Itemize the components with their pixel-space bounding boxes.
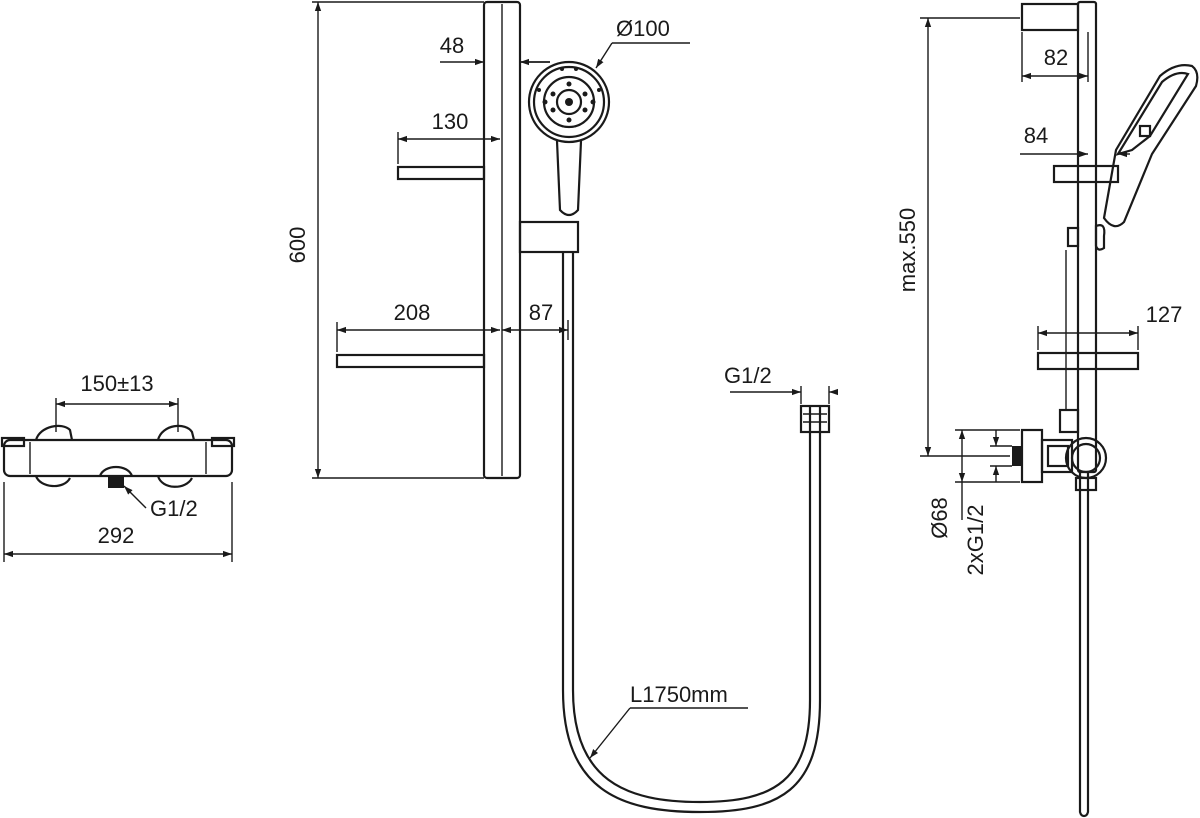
dimension-lower-shelf: 208 xyxy=(336,300,500,352)
dimension-rail-height: 600 xyxy=(285,1,484,479)
hand-shower-side xyxy=(1094,64,1199,251)
shelf-upper xyxy=(396,165,486,181)
label-lower-shelf: 208 xyxy=(394,300,431,325)
dimension-elbow-threads: 2xG1/2 xyxy=(963,430,1012,575)
label-valve-outlet: G1/2 xyxy=(150,496,198,521)
label-rail-height: 600 xyxy=(285,227,310,264)
dimension-rail-width: 48 xyxy=(440,33,550,66)
shelf-lower xyxy=(335,353,486,369)
label-valve-center: 150±13 xyxy=(80,371,153,396)
hand-shower-front xyxy=(527,60,611,217)
dimension-lower-holder: 127 xyxy=(1037,302,1183,350)
label-head-offset: 87 xyxy=(529,300,553,325)
wall-elbow-side xyxy=(1012,428,1108,492)
holder-lower-side xyxy=(1036,351,1140,371)
label-elbow-diameter: Ø68 xyxy=(927,497,952,539)
label-upper-holder: 84 xyxy=(1024,123,1048,148)
dimension-elbow-diameter: Ø68 xyxy=(927,429,1020,539)
label-valve-width: 292 xyxy=(98,523,135,548)
dimension-hose-length: L1750mm xyxy=(589,682,748,759)
label-elbow-threads: 2xG1/2 xyxy=(963,505,988,576)
label-top-bracket: 82 xyxy=(1044,45,1068,70)
label-head-diameter: Ø100 xyxy=(616,16,670,41)
shower-hose xyxy=(561,252,831,814)
dimension-valve-center: 150±13 xyxy=(55,371,179,432)
dimension-hose-thread: G1/2 xyxy=(724,363,838,404)
dimension-head-offset: 87 xyxy=(502,300,569,340)
label-lower-holder: 127 xyxy=(1146,302,1183,327)
label-adjust-range: max.550 xyxy=(895,208,920,292)
thermostat-valve xyxy=(0,424,236,488)
slider-knob-side xyxy=(1058,226,1080,434)
shower-rail-front xyxy=(482,0,522,480)
label-hose-length: L1750mm xyxy=(630,682,728,707)
dimension-upper-holder: 84 xyxy=(1020,123,1130,158)
dimension-valve-width: 292 xyxy=(3,482,233,562)
shower-holder-front xyxy=(518,220,580,254)
label-rail-width: 48 xyxy=(440,33,464,58)
dimension-upper-shelf: 130 xyxy=(397,109,500,164)
holder-upper-side xyxy=(1052,164,1120,184)
dimension-top-bracket: 82 xyxy=(1021,32,1089,82)
dimension-adjust-range: max.550 xyxy=(895,17,1020,457)
label-hose-thread: G1/2 xyxy=(724,363,772,388)
dimension-head-diameter: Ø100 xyxy=(595,16,690,69)
label-upper-shelf: 130 xyxy=(432,109,469,134)
dimension-valve-outlet: G1/2 xyxy=(123,485,198,521)
